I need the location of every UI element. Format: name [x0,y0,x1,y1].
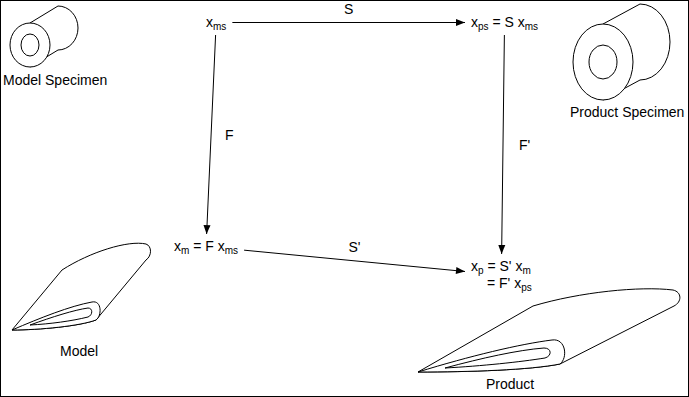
arrowhead [456,19,465,26]
arrowhead [498,245,505,254]
subscript: m [522,265,530,276]
subscript: ps [521,282,532,293]
tube-front-face [10,23,50,67]
operator-label: F [223,127,236,143]
subscript: ps [478,21,489,32]
tube-front-face [573,24,633,100]
part-name: Product Specimen [570,104,684,121]
part-name: Model Specimen [3,72,107,89]
expression-text: xms [206,14,226,31]
wing-body [418,289,680,372]
expression-text: xm = F xms [174,238,238,255]
arrow-shaft [207,35,216,234]
arrowhead [204,225,211,234]
arrow-shaft [232,22,465,23]
part-name: Product [486,376,534,393]
operator-label: F' [517,137,532,153]
model-specimen-drawing [10,6,78,67]
tube-bore [589,45,617,79]
state-expression: xp = S' xm= F' xps [468,257,535,293]
arrowhead [456,267,465,274]
wing-front-section [12,302,100,330]
part-name: Model [60,343,98,360]
operator-label: S' [347,239,363,255]
product-specimen-drawing [573,4,670,100]
arrow-shaft [502,35,505,254]
product-airfoil-drawing [418,289,680,372]
subscript: ms [525,21,538,32]
tube-bore [21,34,39,56]
state-expression: xps = S xms [468,13,541,32]
operator-label: S [342,1,355,17]
mapping-arrow [204,35,216,234]
state-expression: xm = F xms [171,237,241,256]
wing-inner-section [30,308,92,325]
mapping-arrow [232,19,465,26]
mapping-arrow [498,35,505,254]
wing-body [12,243,151,330]
wing-inner-section [445,348,550,368]
subscript: ms [213,21,226,32]
expression-text: = F' xps [471,275,532,292]
model-airfoil-drawing [12,243,151,330]
wing-front-section [418,340,565,372]
expression-text: xps = S xms [471,14,538,31]
subscript: ms [225,245,238,256]
subscript: p [478,265,484,276]
subscript: m [181,245,189,256]
state-expression: xms [203,13,229,32]
expression-text: xp = S' xm [471,258,532,275]
